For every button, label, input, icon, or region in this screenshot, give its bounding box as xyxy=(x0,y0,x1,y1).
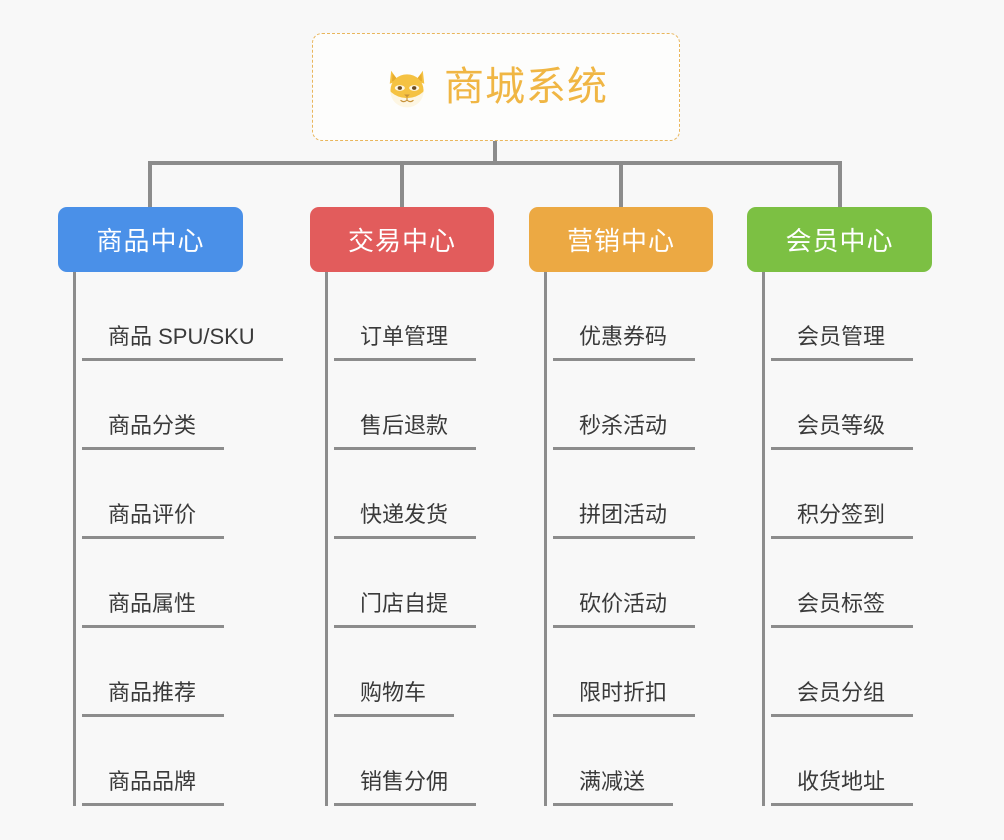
branch-items-3: 优惠券码 秒杀活动 拼团活动 砍价活动 限时折扣 满减送 xyxy=(544,272,713,806)
connector-drop-3 xyxy=(619,161,623,208)
list-item[interactable]: 满减送 xyxy=(544,717,713,806)
list-item[interactable]: 积分签到 xyxy=(762,450,932,539)
connector-horizontal-bus xyxy=(150,161,840,165)
list-item-label: 秒杀活动 xyxy=(553,413,696,450)
list-item-label: 砍价活动 xyxy=(553,591,696,628)
list-item[interactable]: 商品品牌 xyxy=(73,717,243,806)
list-item-label: 快递发货 xyxy=(334,502,477,539)
list-item[interactable]: 商品评价 xyxy=(73,450,243,539)
list-item-label: 会员管理 xyxy=(771,324,914,361)
branch-header-label: 营销中心 xyxy=(566,226,675,256)
branch-header-4[interactable]: 会员中心 xyxy=(747,207,932,272)
branch-column-2: 交易中心 订单管理 售后退款 快递发货 门店自提 购物车 销售分佣 xyxy=(310,207,494,806)
list-item-label: 订单管理 xyxy=(334,324,477,361)
list-item[interactable]: 秒杀活动 xyxy=(544,361,713,450)
list-item-label: 满减送 xyxy=(553,769,674,806)
list-item-label: 限时折扣 xyxy=(553,680,696,717)
list-item-label: 售后退款 xyxy=(334,413,477,450)
list-item[interactable]: 订单管理 xyxy=(325,272,494,361)
list-item-label: 优惠券码 xyxy=(553,324,696,361)
branch-spine-1 xyxy=(73,272,76,806)
list-item-label: 会员标签 xyxy=(771,591,914,628)
branch-header-label: 会员中心 xyxy=(785,226,894,256)
shiba-dog-face-icon xyxy=(384,65,430,111)
branch-items-4: 会员管理 会员等级 积分签到 会员标签 会员分组 收货地址 xyxy=(762,272,932,806)
list-item[interactable]: 会员等级 xyxy=(762,361,932,450)
list-item-label: 会员分组 xyxy=(771,680,914,717)
list-item[interactable]: 限时折扣 xyxy=(544,628,713,717)
list-item-label: 积分签到 xyxy=(771,502,914,539)
list-item-label: 商品分类 xyxy=(82,413,225,450)
list-item[interactable]: 商品 SPU/SKU xyxy=(73,272,283,361)
branch-spine-4 xyxy=(762,272,765,806)
list-item[interactable]: 商品属性 xyxy=(73,539,243,628)
list-item[interactable]: 商品分类 xyxy=(73,361,243,450)
list-item[interactable]: 拼团活动 xyxy=(544,450,713,539)
list-item[interactable]: 会员标签 xyxy=(762,539,932,628)
list-item[interactable]: 会员分组 xyxy=(762,628,932,717)
branch-header-label: 商品中心 xyxy=(96,226,205,256)
branch-header-1[interactable]: 商品中心 xyxy=(58,207,243,272)
list-item-label: 商品推荐 xyxy=(82,680,225,717)
root-node[interactable]: 商城系统 xyxy=(312,33,680,141)
branch-items-2: 订单管理 售后退款 快递发货 门店自提 购物车 销售分佣 xyxy=(325,272,494,806)
root-title: 商城系统 xyxy=(444,65,608,109)
list-item[interactable]: 砍价活动 xyxy=(544,539,713,628)
branch-header-2[interactable]: 交易中心 xyxy=(310,207,494,272)
list-item[interactable]: 销售分佣 xyxy=(325,717,494,806)
list-item[interactable]: 收货地址 xyxy=(762,717,932,806)
branch-spine-3 xyxy=(544,272,547,806)
list-item[interactable]: 购物车 xyxy=(325,628,494,717)
connector-drop-4 xyxy=(838,161,842,208)
list-item-label: 购物车 xyxy=(334,680,455,717)
list-item[interactable]: 优惠券码 xyxy=(544,272,713,361)
branch-column-4: 会员中心 会员管理 会员等级 积分签到 会员标签 会员分组 收货地址 xyxy=(747,207,932,806)
branch-spine-2 xyxy=(325,272,328,806)
connector-drop-1 xyxy=(148,161,152,208)
list-item[interactable]: 会员管理 xyxy=(762,272,932,361)
list-item-label: 销售分佣 xyxy=(334,769,477,806)
connector-drop-2 xyxy=(400,161,404,208)
branch-column-1: 商品中心 商品 SPU/SKU 商品分类 商品评价 商品属性 商品推荐 商品品牌 xyxy=(58,207,283,806)
list-item[interactable]: 门店自提 xyxy=(325,539,494,628)
list-item-label: 拼团活动 xyxy=(553,502,696,539)
list-item[interactable]: 商品推荐 xyxy=(73,628,243,717)
branch-header-3[interactable]: 营销中心 xyxy=(529,207,713,272)
list-item-label: 会员等级 xyxy=(771,413,914,450)
list-item[interactable]: 快递发货 xyxy=(325,450,494,539)
list-item-label: 商品品牌 xyxy=(82,769,225,806)
branch-column-3: 营销中心 优惠券码 秒杀活动 拼团活动 砍价活动 限时折扣 满减送 xyxy=(529,207,713,806)
connector-root-stub xyxy=(493,141,497,164)
list-item-label: 收货地址 xyxy=(771,769,914,806)
list-item-label: 商品属性 xyxy=(82,591,225,628)
list-item-label: 商品评价 xyxy=(82,502,225,539)
branch-header-label: 交易中心 xyxy=(347,226,456,256)
branch-items-1: 商品 SPU/SKU 商品分类 商品评价 商品属性 商品推荐 商品品牌 xyxy=(73,272,283,806)
list-item[interactable]: 售后退款 xyxy=(325,361,494,450)
list-item-label: 门店自提 xyxy=(334,591,477,628)
list-item-label: 商品 SPU/SKU xyxy=(82,324,283,361)
